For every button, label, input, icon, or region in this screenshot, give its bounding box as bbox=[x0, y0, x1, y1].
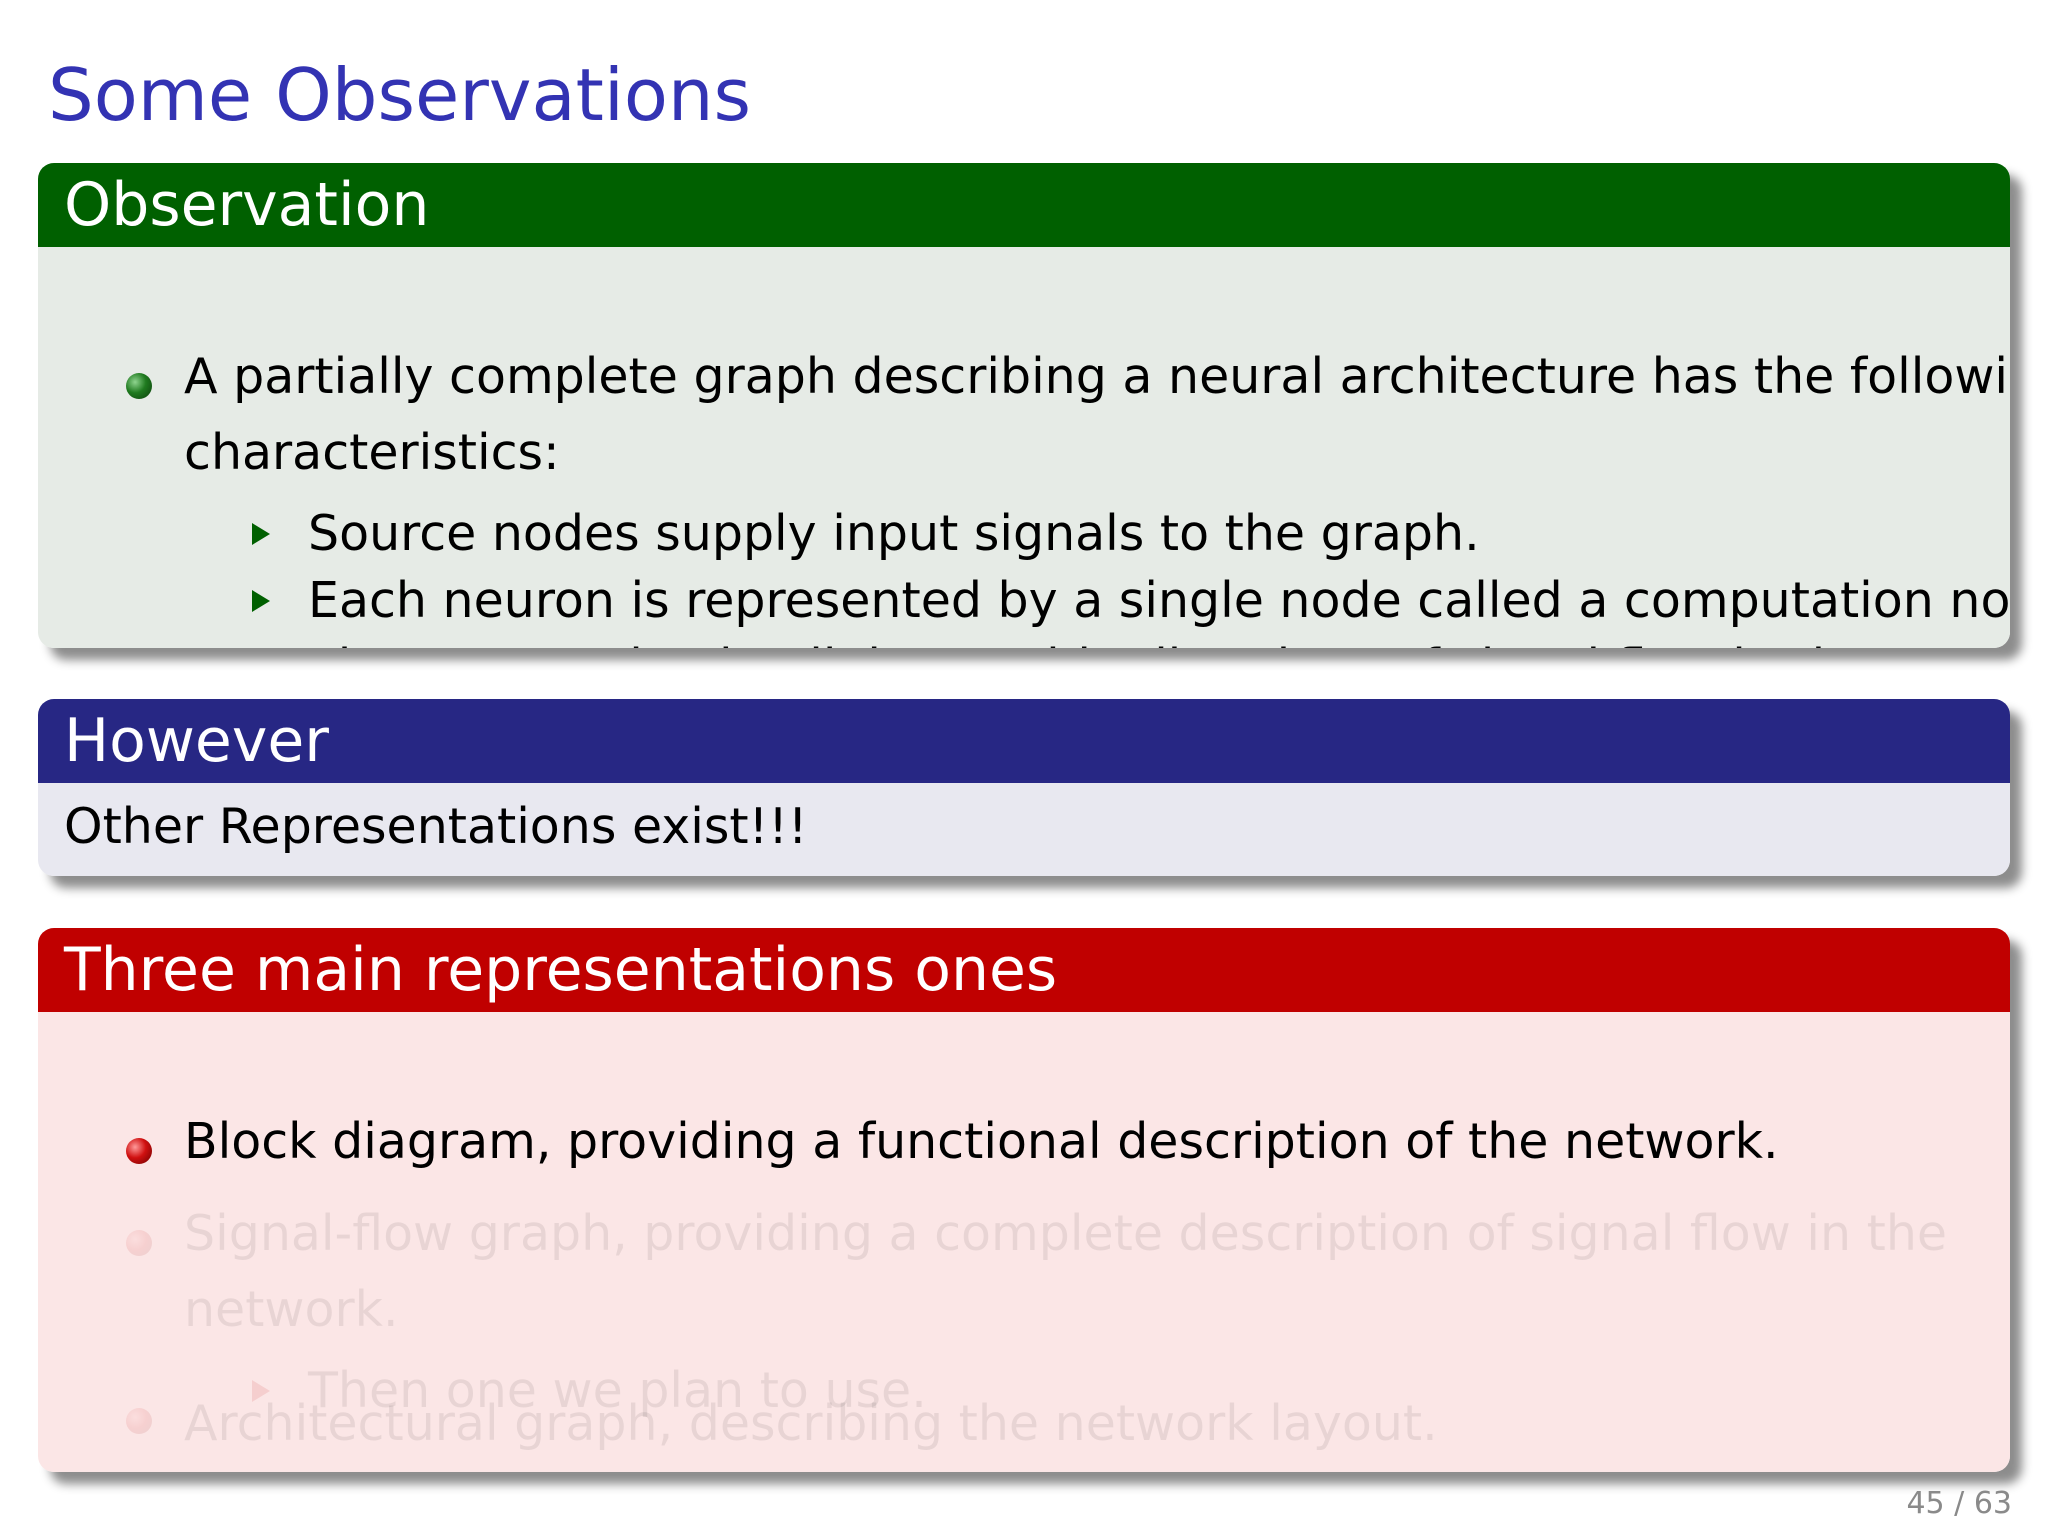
observation-block-title: Observation bbox=[38, 163, 2010, 255]
representation-sub-item-covered: Then one we plan to use. bbox=[308, 1362, 927, 1419]
ball-bullet-icon bbox=[126, 1408, 152, 1434]
representation-item-covered: Signal-flow graph, providing a complete … bbox=[184, 1205, 1948, 1262]
observation-sub-item: The communication links provide directio… bbox=[308, 630, 2010, 648]
triangle-bullet-icon bbox=[252, 590, 270, 612]
three-main-block: Three main representations ones Block di… bbox=[38, 928, 2010, 1472]
ball-bullet-icon bbox=[126, 373, 152, 399]
representation-item: Block diagram, providing a functional de… bbox=[184, 1113, 1779, 1170]
three-main-block-body: Block diagram, providing a functional de… bbox=[38, 1012, 2010, 1472]
observation-bullet-line1: A partially complete graph describing a … bbox=[184, 348, 2010, 405]
representation-item-covered: Architectural graph, describing the netw… bbox=[184, 1395, 1438, 1452]
however-block: However Other Representations exist!!! bbox=[38, 699, 2010, 876]
triangle-bullet-icon bbox=[252, 523, 270, 545]
page-number: 45 / 63 bbox=[1906, 1486, 2012, 1521]
representation-item-covered: network. bbox=[184, 1281, 399, 1338]
observation-sub-item: Source nodes supply input signals to the… bbox=[308, 505, 1480, 562]
slide-title: Some Observations bbox=[48, 53, 752, 137]
however-block-body: Other Representations exist!!! bbox=[38, 783, 2010, 876]
triangle-bullet-icon bbox=[252, 1380, 270, 1402]
observation-block-body: A partially complete graph describing a … bbox=[38, 247, 2010, 648]
observation-block: Observation A partially complete graph d… bbox=[38, 163, 2010, 648]
ball-bullet-icon bbox=[126, 1138, 152, 1164]
observation-bullet-line2: characteristics: bbox=[184, 424, 560, 481]
three-main-block-title: Three main representations ones bbox=[38, 928, 2010, 1020]
however-text: Other Representations exist!!! bbox=[64, 798, 808, 855]
however-block-title: However bbox=[38, 699, 2010, 791]
ball-bullet-icon bbox=[126, 1230, 152, 1256]
observation-sub-item: Each neuron is represented by a single n… bbox=[308, 572, 2010, 629]
